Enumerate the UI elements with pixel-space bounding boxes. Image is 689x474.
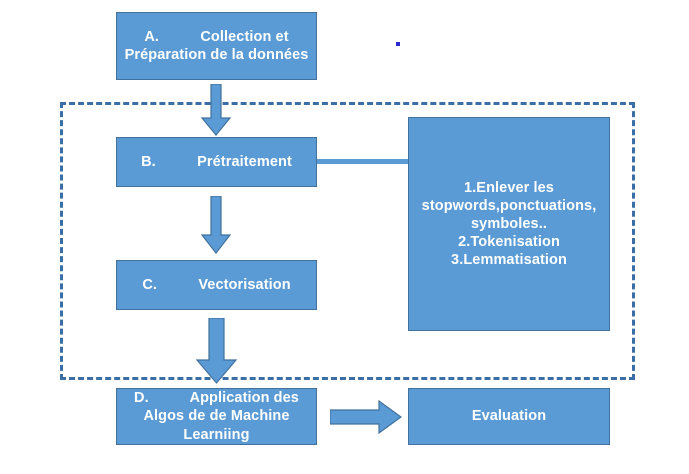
box-vectorisation[interactable]: C. Vectorisation (116, 260, 317, 310)
arrow-d-to-evaluation (330, 400, 402, 434)
arrow-c-to-d (196, 318, 238, 384)
box-application-algos-label: D. Application des Algos de de Machine L… (134, 390, 303, 443)
box-application-algos[interactable]: D. Application des Algos de de Machine L… (116, 388, 317, 445)
box-collection-preparation-label: A. Collection et Préparation de la donné… (124, 28, 309, 63)
box-evaluation-label: Evaluation (471, 408, 547, 425)
box-pretraitement[interactable]: B. Prétraitement (116, 137, 317, 187)
box-pretraitement-label: B. Prétraitement (141, 153, 292, 170)
connector-pretraitement-to-details (317, 159, 409, 164)
panel-pretraitement-details: 1.Enlever les stopwords,ponctuations, sy… (408, 117, 610, 331)
box-evaluation[interactable]: Evaluation (408, 388, 610, 445)
panel-pretraitement-details-label: 1.Enlever les stopwords,ponctuations, sy… (421, 179, 597, 269)
dashed-group-rectangle (60, 102, 635, 380)
arrow-b-to-c (200, 196, 232, 254)
arrow-a-to-b (200, 84, 232, 136)
box-collection-preparation[interactable]: A. Collection et Préparation de la donné… (116, 12, 317, 80)
box-vectorisation-label: C. Vectorisation (142, 276, 291, 293)
stray-dot-artifact (396, 42, 400, 46)
